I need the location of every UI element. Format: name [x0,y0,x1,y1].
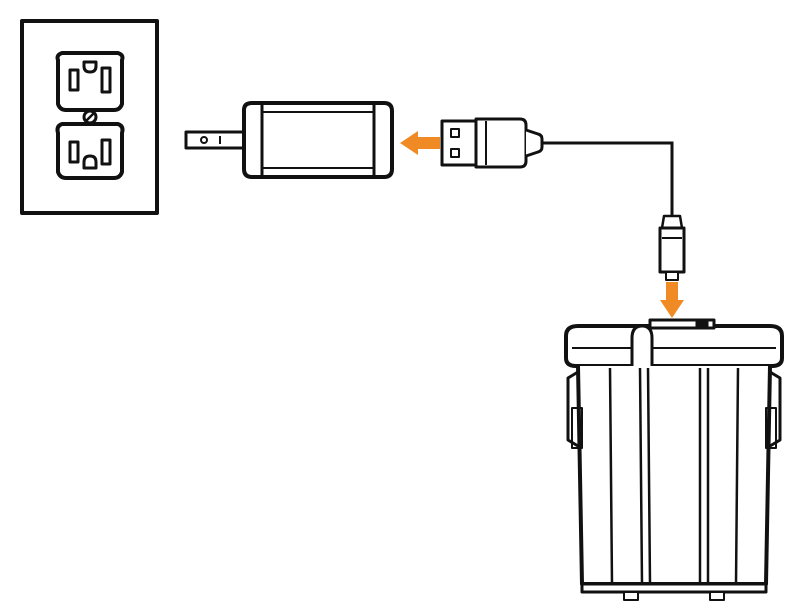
usb-a-plug-icon [440,117,544,169]
insert-arrow-down-icon [660,282,684,318]
micro-usb-plug-icon [658,214,686,281]
usb-wall-charger-icon [184,101,394,179]
insert-arrow-left-icon [400,131,440,155]
duplex-outlet-icon [20,19,159,215]
container-device-icon [564,318,784,601]
usb-cable [542,141,674,216]
